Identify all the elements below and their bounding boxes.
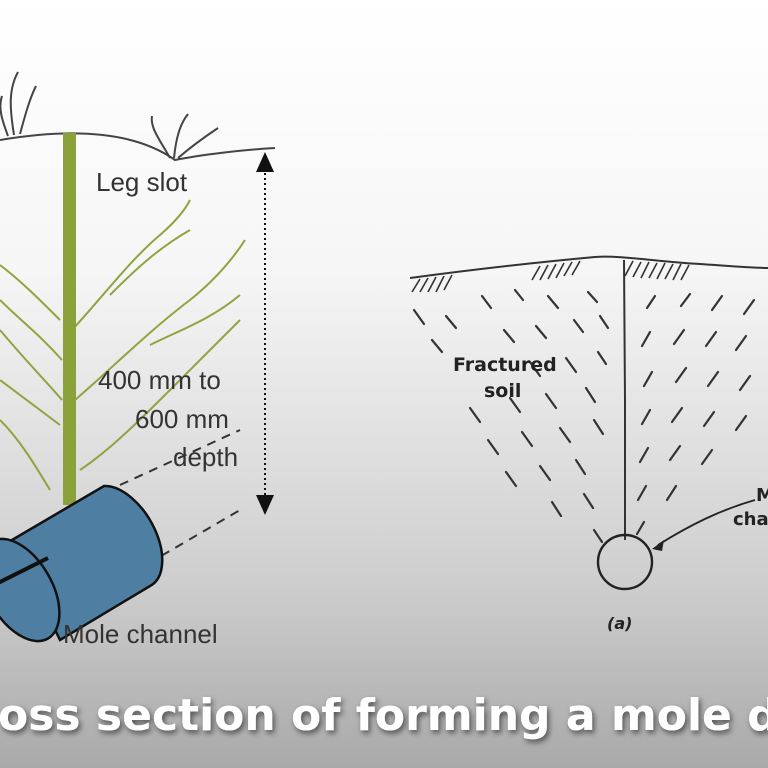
mole-channel-label-line2: cha [733, 509, 768, 530]
ground-surface-line [0, 132, 276, 162]
mole-channel-label-line1: M [756, 485, 768, 506]
caption-text: oss section of forming a mole dr [0, 690, 768, 741]
mole-channel-cylinder [0, 484, 164, 643]
depth-label-line1: 400 mm to [98, 365, 221, 395]
leg-slot-bar [63, 133, 76, 505]
fractured-soil-label-line1: Fractured [453, 354, 557, 376]
left-diagram: Leg slot 400 mm to 600 mm depth Mole cha… [0, 71, 276, 649]
leg-slot-label: Leg slot [96, 167, 188, 197]
figure-tag: (a) [607, 614, 632, 633]
leg-slot-crack [623, 259, 626, 540]
right-diagram: Fractured soil M cha (a) [409, 255, 768, 633]
fractured-soil-label-line2: soil [484, 380, 521, 402]
surface-line [409, 255, 768, 279]
root-system [0, 199, 246, 491]
mole-channel-leader [657, 499, 756, 546]
depth-label-line3: depth [173, 442, 238, 472]
grass-tuft-left [0, 71, 37, 137]
grass-tuft-right [150, 113, 219, 159]
fracture-strokes [412, 288, 756, 544]
channel-guide-top [119, 429, 241, 486]
surface-hatching [411, 260, 690, 293]
mole-channel-circle [596, 533, 654, 591]
depth-label-line2: 600 mm [135, 404, 229, 434]
mole-channel-leader-arrowhead [652, 540, 664, 551]
depth-dimension-arrow [256, 152, 274, 515]
mole-channel-label: Mole channel [63, 619, 218, 649]
